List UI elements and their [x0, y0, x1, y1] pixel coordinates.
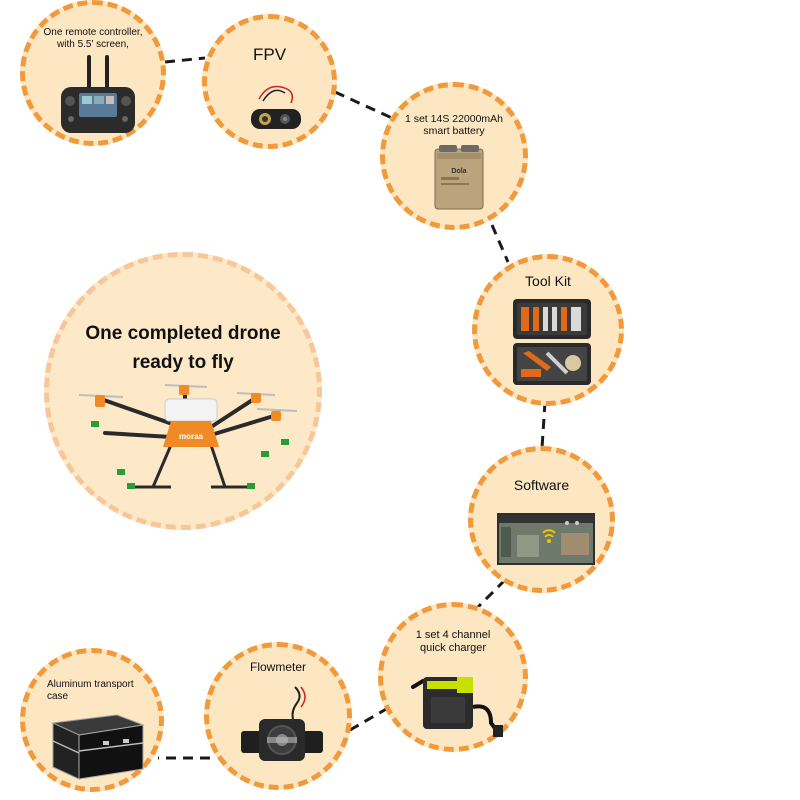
- battery-box-text: Dola: [451, 168, 466, 175]
- charger-item: 1 set 4 channel quick charger: [378, 602, 528, 752]
- remote-controller-icon: [61, 55, 135, 133]
- drone-title-line2: ready to fly: [132, 352, 234, 374]
- battery-label-line1: 1 set 14S 22000mAh: [404, 113, 504, 125]
- transport-case-label-line2: case: [47, 690, 69, 702]
- remote-controller-item: One remote controller, with 5.5' screen,: [20, 0, 166, 146]
- connector-software-charger: [473, 578, 507, 612]
- tool-kit-item: Tool Kit: [472, 254, 624, 406]
- flowmeter-label: Flowmeter: [249, 660, 306, 674]
- battery-item: 1 set 14S 22000mAh smart battery Dola: [380, 82, 528, 230]
- transport-case-label-line1: Aluminum transport: [47, 679, 134, 690]
- fpv-camera-icon: [251, 85, 301, 129]
- connector-charger-flowmeter: [349, 706, 389, 732]
- remote-controller-label-line2: with 5.5' screen,: [57, 38, 129, 50]
- drone-illustration-icon: moraa: [78, 384, 298, 489]
- connector-fpv-battery: [334, 90, 393, 120]
- fpv-label: FPV: [252, 45, 287, 64]
- charger-label-line2: quick charger: [419, 641, 487, 654]
- battery-label-line2: smart battery: [423, 125, 485, 138]
- fpv-item: FPV: [202, 14, 337, 149]
- battery-icon: Dola: [434, 145, 484, 210]
- transport-case-item: Aluminum transport case: [20, 648, 164, 792]
- charger-icon: [411, 677, 503, 737]
- drone-title-line1: One completed drone: [85, 323, 281, 344]
- charger-label-line1: 1 set 4 channel: [415, 629, 491, 641]
- completed-drone-feature: One completed drone ready to fly: [44, 252, 322, 530]
- drone-body-text: moraa: [179, 432, 204, 441]
- flowmeter-item: Flowmeter: [204, 642, 352, 790]
- connector-toolkit-software: [540, 401, 547, 449]
- tool-kit-label: Tool Kit: [525, 273, 571, 289]
- connector-remote-fpv: [164, 56, 206, 64]
- flowmeter-icon: [241, 686, 323, 761]
- tool-kit-icon: [513, 299, 591, 385]
- software-label: Software: [513, 477, 570, 493]
- software-item: Software: [468, 446, 615, 593]
- connector-battery-toolkit: [490, 224, 510, 263]
- transport-case-icon: [51, 714, 145, 780]
- software-screen-icon: [497, 513, 595, 565]
- remote-controller-label-line1: One remote controller,: [43, 27, 143, 38]
